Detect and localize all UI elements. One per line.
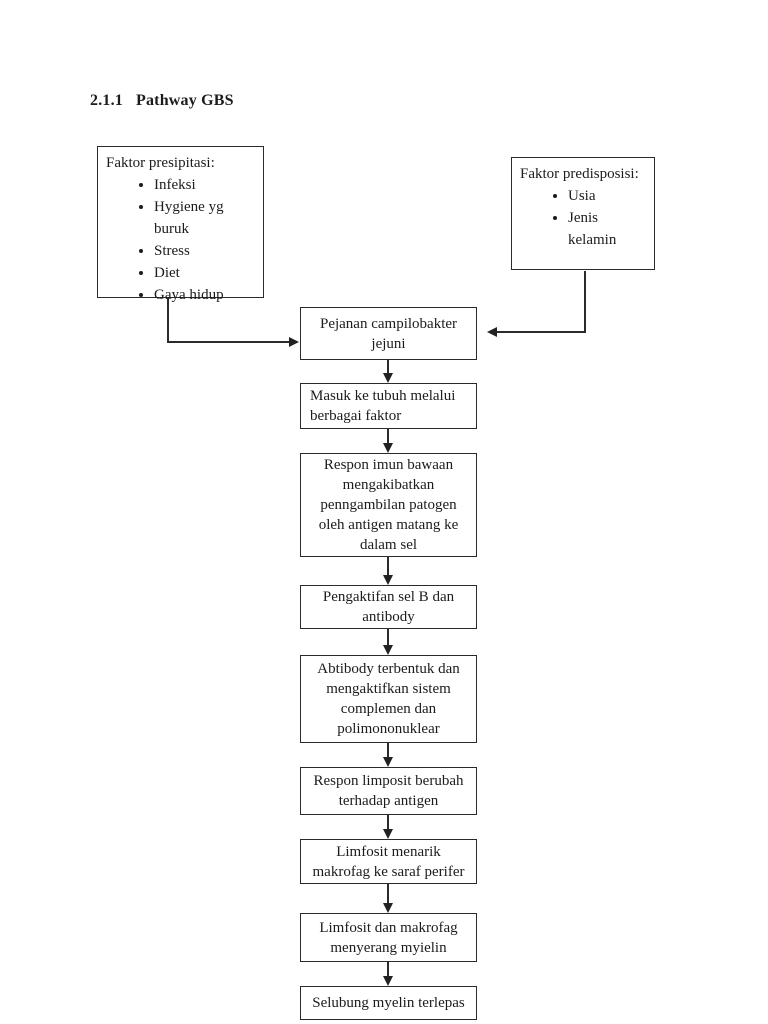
bullet-item: Hygiene yg buruk (154, 196, 255, 240)
section-number: 2.1.1 (90, 92, 123, 109)
factor-presipitasi-box: Faktor presipitasi: InfeksiHygiene yg bu… (97, 146, 264, 303)
flow-arrow-3-head-icon (383, 575, 393, 585)
bullet-item: Usia (568, 185, 646, 207)
flow-step-label: Masuk ke tubuh melalui berbagai faktor (310, 388, 456, 424)
flow-step-label: Respon imun bawaan mengakibatkan penngam… (318, 457, 459, 553)
bullet-item: Diet (154, 262, 255, 284)
flow-arrow-7-head-icon (383, 903, 393, 913)
flow-arrow-2-head-icon (383, 443, 393, 453)
section-heading: 2.1.1 Pathway GBS (90, 92, 234, 110)
connector-predisposisi-line (497, 271, 586, 333)
bullet-item: Gaya hidup (154, 284, 255, 306)
flow-step-label: Pejanan campilobakter jejuni (319, 315, 458, 352)
flow-step-pejanan-campilobakter: Pejanan campilobakter jejuni (300, 307, 477, 360)
flow-step-respon-limposit: Respon limposit berubah terhadap antigen (300, 767, 477, 815)
factor-presipitasi-list: InfeksiHygiene yg burukStressDietGaya hi… (106, 174, 255, 306)
flow-arrow-6-head-icon (383, 829, 393, 839)
flow-arrow-1-head-icon (383, 373, 393, 383)
flow-step-pengaktifan-sel-b: Pengaktifan sel B dan antibody (300, 585, 477, 629)
flow-step-label: Abtibody terbentuk dan mengaktifkan sist… (317, 661, 460, 737)
flow-arrow-5-head-icon (383, 757, 393, 767)
flow-arrow-8-head-icon (383, 976, 393, 986)
bullet-item: Jenis kelamin (568, 207, 646, 251)
flow-step-label: Selubung myelin terlepas (312, 995, 465, 1011)
connector-presipitasi-arrowhead-icon (289, 337, 299, 347)
section-title: Pathway GBS (136, 92, 234, 109)
factor-predisposisi-box: Faktor predisposisi: UsiaJenis kelamin (511, 157, 655, 270)
flow-step-respon-imun-bawaan: Respon imun bawaan mengakibatkan penngam… (300, 453, 477, 557)
flow-step-limfosit-makrofag-menyerang: Limfosit dan makrofag menyerang myielin (300, 913, 477, 962)
factor-predisposisi-list: UsiaJenis kelamin (520, 185, 646, 251)
flow-step-abtibody-terbentuk: Abtibody terbentuk dan mengaktifkan sist… (300, 655, 477, 743)
connector-predisposisi-arrowhead-icon (487, 327, 497, 337)
factor-predisposisi-title: Faktor predisposisi: (520, 166, 639, 182)
bullet-item: Stress (154, 240, 255, 262)
flow-step-limfosit-menarik-makrofag: Limfosit menarik makrofag ke saraf perif… (300, 839, 477, 884)
flow-step-label: Pengaktifan sel B dan antibody (322, 589, 455, 625)
flow-step-masuk-ke-tubuh: Masuk ke tubuh melalui berbagai faktor (300, 383, 477, 429)
flow-step-label: Respon limposit berubah terhadap antigen (313, 773, 464, 809)
bullet-item: Infeksi (154, 174, 255, 196)
factor-presipitasi-title: Faktor presipitasi: (106, 155, 215, 171)
flow-step-selubung-myelin-terlepas: Selubung myelin terlepas (300, 986, 477, 1020)
flow-arrow-4-head-icon (383, 645, 393, 655)
flow-step-label: Limfosit dan makrofag menyerang myielin (319, 919, 458, 956)
flow-step-label: Limfosit menarik makrofag ke saraf perif… (312, 843, 465, 880)
